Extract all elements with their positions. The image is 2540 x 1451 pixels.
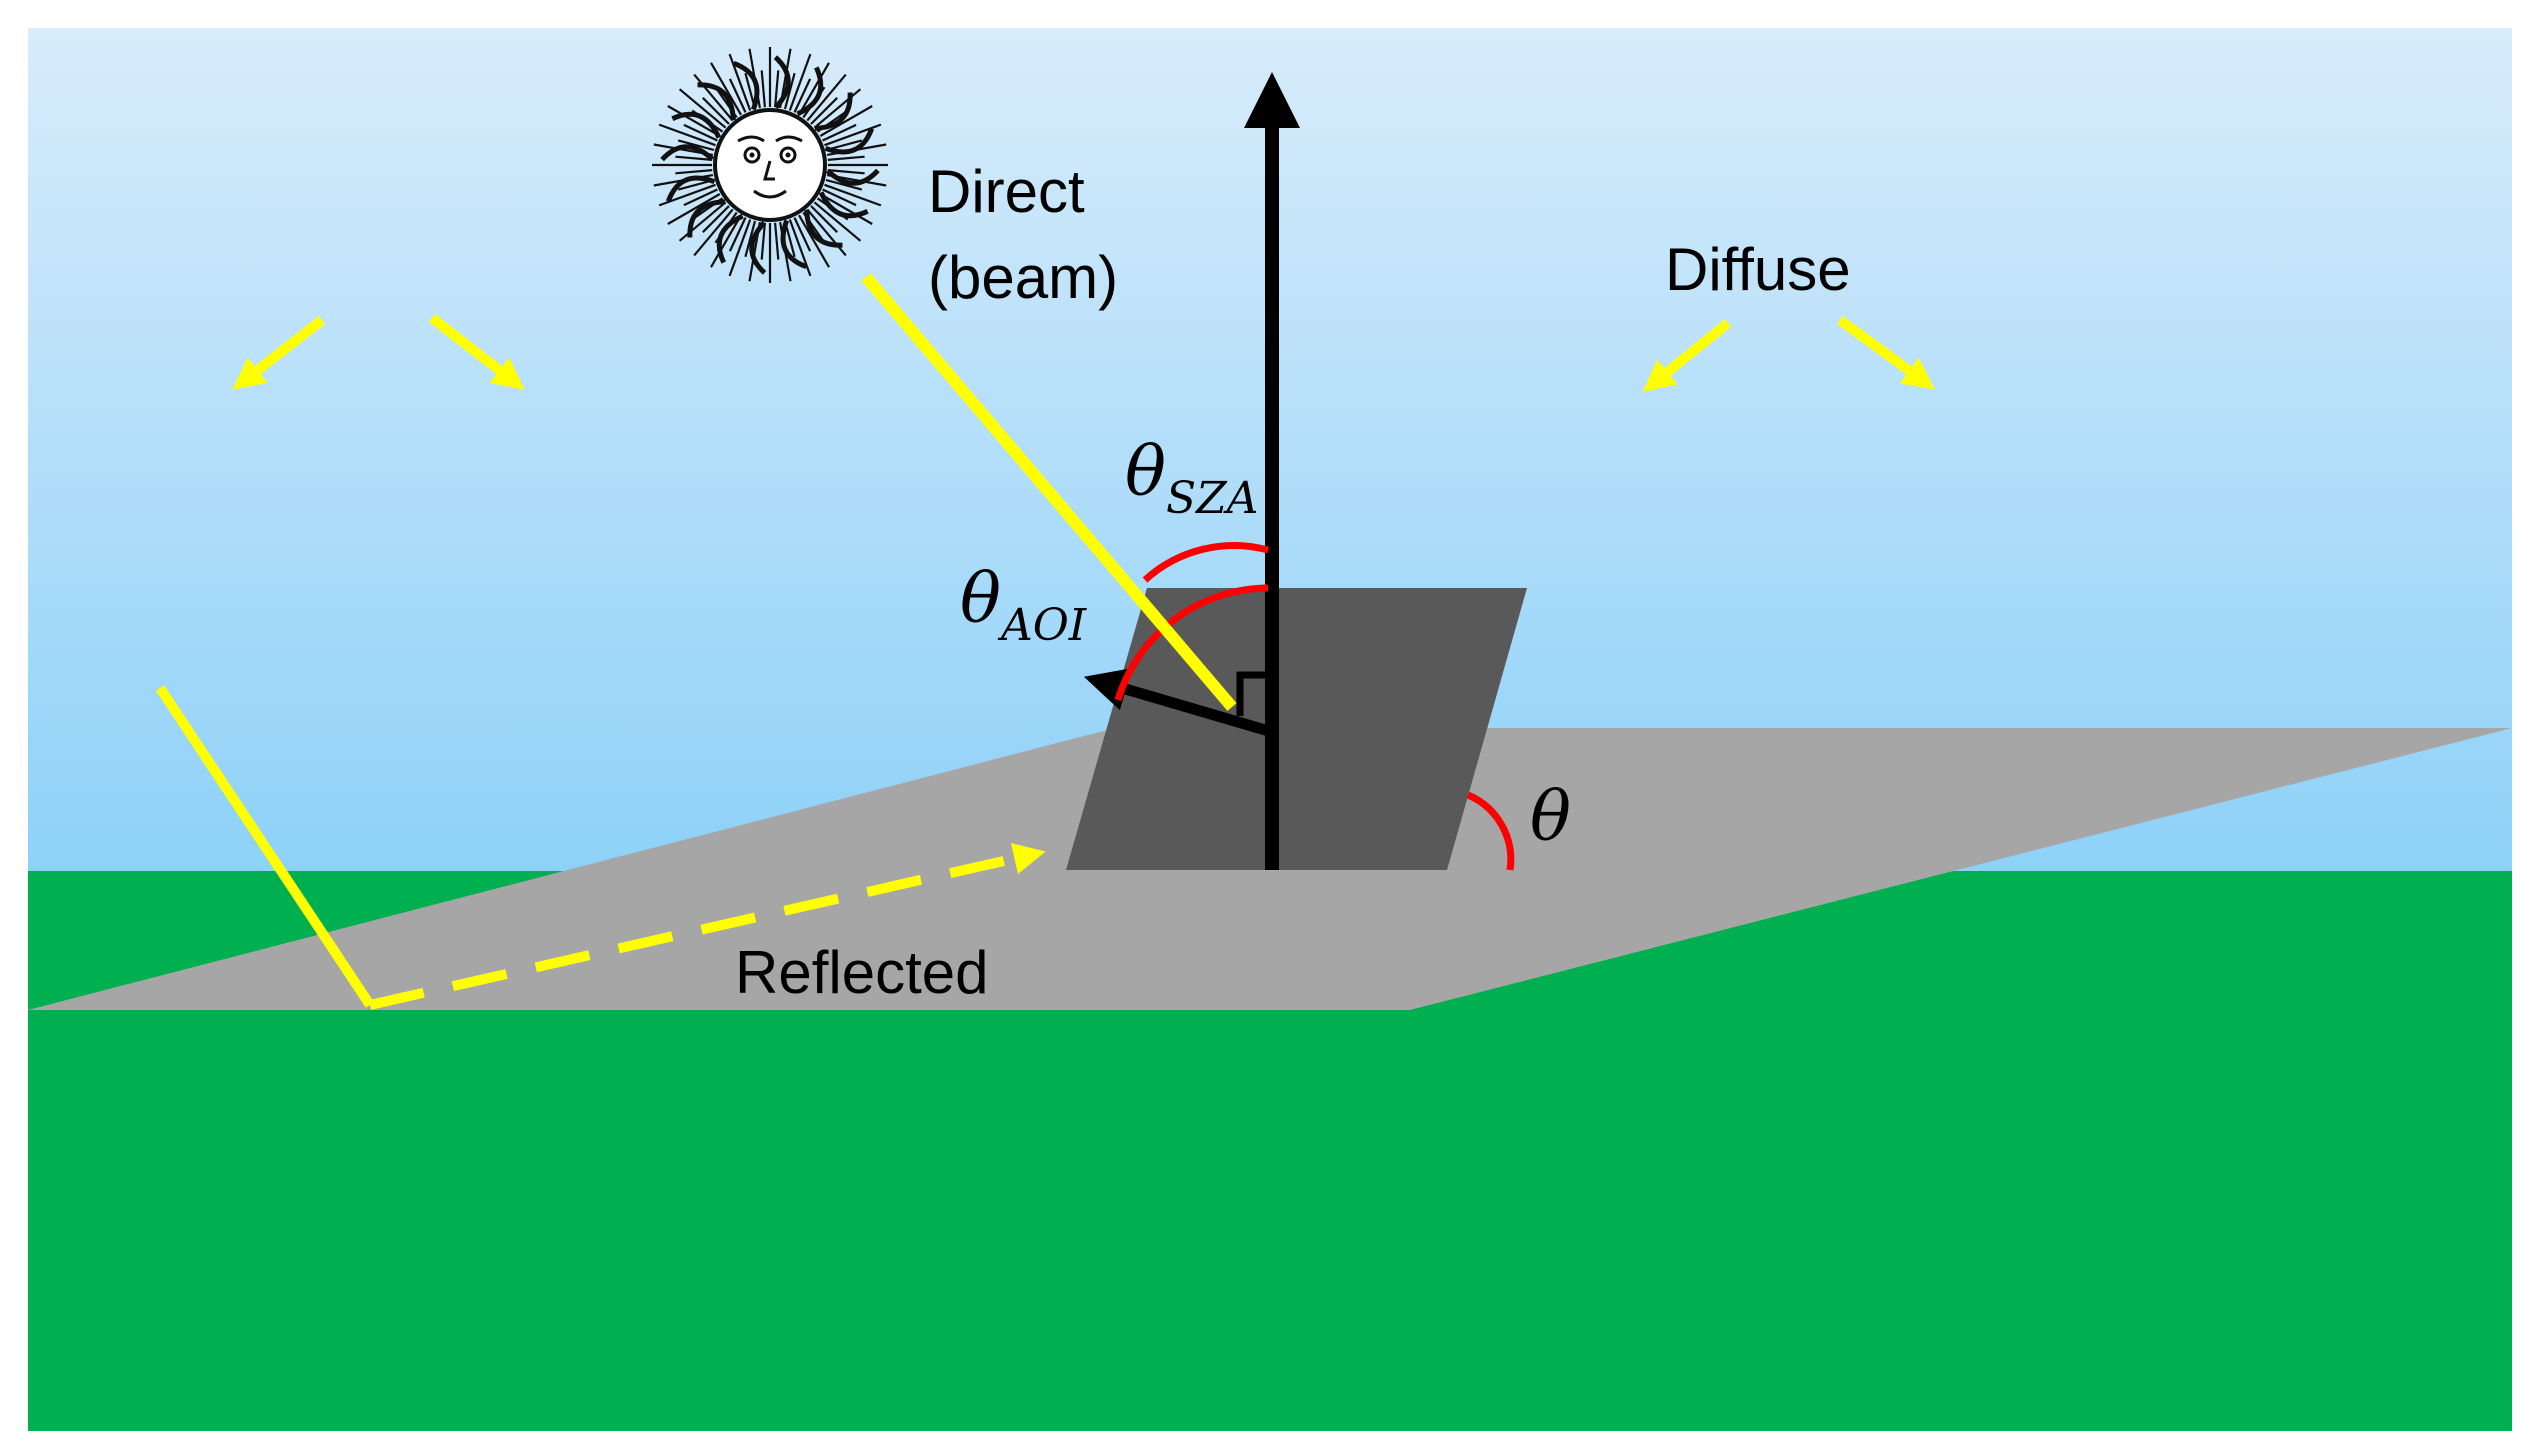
sun-face-icon [652, 47, 888, 283]
sun-ray [806, 208, 847, 257]
sun-ray [822, 188, 857, 207]
sun-ray [728, 219, 752, 277]
direct-label-line1: Direct [928, 158, 1085, 225]
sun-flame [687, 199, 726, 238]
sun-ray [819, 193, 873, 225]
theta-sza-label: θSZA [1125, 433, 1258, 524]
sun-ray [702, 205, 730, 233]
sun-ray [728, 53, 752, 111]
sun-ray [824, 183, 882, 207]
sun-ray [827, 155, 865, 161]
sun-ray [702, 97, 730, 125]
pv-panel [1066, 588, 1527, 870]
sun-ray [793, 217, 812, 252]
diffuse-arrow-left-2 [428, 314, 525, 390]
sun-flame [732, 60, 760, 111]
sun-ray [793, 78, 812, 113]
sun-ray [798, 214, 830, 268]
sun-flame [716, 213, 744, 264]
sun-ray [678, 201, 727, 242]
diffuse-arrow-right-2 [1837, 315, 1935, 390]
direct-beam-ray [861, 273, 1237, 711]
sun-ray [806, 73, 847, 122]
sun-ray [728, 217, 747, 252]
reflected-dashed-ray [368, 842, 1046, 1010]
theta-sza-subscript: SZA [1166, 473, 1259, 524]
sun-ray [658, 123, 716, 147]
sun-ray [827, 169, 865, 175]
sun-ray [710, 214, 742, 268]
diffuse-label: Diffuse [1665, 236, 1851, 303]
aoi-angle-arc [1114, 584, 1269, 702]
sun-flame [749, 220, 767, 275]
sun-ray [788, 219, 812, 277]
sun-ray [675, 155, 713, 161]
sun-ray [677, 139, 715, 152]
sun-ray [822, 123, 857, 142]
sun-ray [658, 183, 716, 207]
theta-aoi-symbol: θ [960, 560, 1001, 639]
sun-flame [665, 175, 716, 203]
sun-flame [671, 111, 722, 139]
sun-ray [783, 72, 796, 110]
theta-sza-symbol: θ [1125, 433, 1166, 512]
right-angle-marker [1236, 671, 1272, 716]
sun-ray [744, 220, 757, 258]
sun-flame [697, 82, 736, 121]
sun-ray [825, 178, 863, 191]
sun-ray [810, 97, 838, 125]
diffuse-arrow-left-1 [232, 316, 326, 390]
tilt-angle-arc [1466, 791, 1515, 871]
sun-ray [728, 78, 747, 113]
diffuse-arrow-right-1 [1642, 319, 1732, 393]
sun-flame [780, 219, 808, 270]
panel-normal-arrow [1083, 668, 1274, 738]
sun-flame [773, 55, 791, 110]
sun-ray [667, 193, 721, 225]
reflected-label: Reflected [735, 939, 988, 1006]
sun-ray [774, 70, 780, 108]
sun-ray [683, 188, 718, 207]
sun-ray [810, 205, 838, 233]
sun-ray [819, 105, 873, 137]
sun-ray [760, 70, 766, 108]
sun-ray [675, 169, 713, 175]
sun-ray [824, 123, 882, 147]
sun-ray [813, 88, 862, 129]
sun-ray [760, 222, 766, 260]
sun-flame [824, 127, 875, 155]
sun-ray [798, 62, 830, 116]
sun-flame [825, 168, 880, 186]
sun-ray [693, 73, 734, 122]
theta-aoi-subscript: AOI [997, 600, 1088, 651]
sun-ray [813, 201, 862, 242]
sun-ray [683, 123, 718, 142]
sun-ray [710, 62, 742, 116]
sun-ray [667, 105, 721, 137]
sun-ray [774, 222, 780, 260]
sun-flame [660, 144, 715, 162]
sun-flame [814, 92, 853, 131]
sun-flame [818, 191, 869, 219]
theta-aoi-label: θAOI [960, 560, 1088, 651]
sza-angle-arc [1142, 542, 1269, 583]
sun-ray [693, 208, 734, 257]
sun-ray [788, 53, 812, 111]
direct-label-line2: (beam) [928, 244, 1118, 311]
sun-ray [678, 88, 727, 129]
reflected-incoming-ray [155, 685, 375, 1008]
sun-flame [796, 66, 824, 117]
tilt-theta-label: θ [1530, 778, 1571, 857]
sun-flame [804, 209, 843, 248]
